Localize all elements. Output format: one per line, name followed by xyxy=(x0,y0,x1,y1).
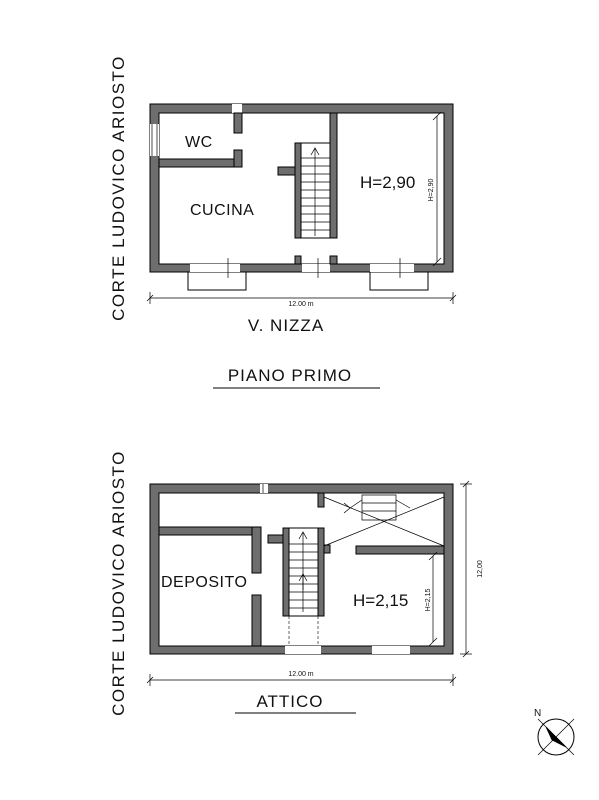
attic-bottom-dimension-label: 12.00 m xyxy=(288,671,313,678)
wc-kitchen-wall xyxy=(158,158,242,168)
wc-label: WC xyxy=(185,134,213,151)
street-label: V. NIZZA xyxy=(248,316,324,335)
first-floor-title: PIANO PRIMO xyxy=(228,366,352,385)
attic-height-small-label: H=2,15 xyxy=(425,589,432,612)
attic-side-street-label: CORTE LUDOVICO ARIOSTO xyxy=(109,450,128,716)
first-floor-height-small-label: H=2,90 xyxy=(428,179,435,202)
compass-north-label: N xyxy=(534,708,541,719)
attic-roof-opening xyxy=(323,494,445,547)
first-floor-dimension-label: 12.00 m xyxy=(288,301,313,308)
attic-stairs xyxy=(288,527,319,646)
first-floor-outer-wall xyxy=(149,103,454,273)
first-floor-stairs xyxy=(300,142,331,239)
first-floor-side-street-label: CORTE LUDOVICO ARIOSTO xyxy=(109,55,128,321)
north-compass-icon: N xyxy=(534,708,575,756)
attic-title: ATTICO xyxy=(256,692,323,711)
first-floor-height-label: H=2,90 xyxy=(360,173,415,192)
kitchen-label: CUCINA xyxy=(190,202,254,219)
storage-label: DEPOSITO xyxy=(161,574,247,591)
attic-outer-wall xyxy=(149,483,454,655)
attic-right-dimension-label: 12,00 xyxy=(477,560,484,578)
attic-plan: CORTE LUDOVICO ARIOSTO DEPOSITO H=2,15 H… xyxy=(109,450,484,716)
first-floor-plan: CORTE LUDOVICO ARIOSTO WC CUCINA H=2,90 … xyxy=(109,55,457,389)
attic-height-label: H=2,15 xyxy=(353,591,408,610)
